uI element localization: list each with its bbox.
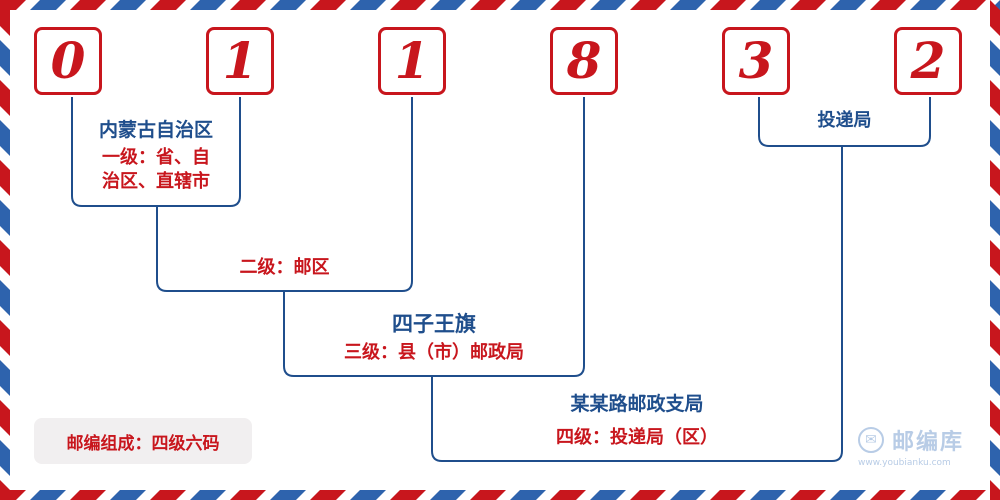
composition-badge: 邮编组成：四级六码 — [34, 418, 252, 464]
bracket-delivery — [758, 97, 931, 147]
level3-name: 四子王旗 — [392, 311, 476, 336]
level4-name: 某某路邮政支局 — [570, 393, 704, 415]
digit-box-4: 8 — [550, 27, 618, 95]
level3-desc: 三级：县（市）邮政局 — [344, 342, 524, 363]
level1-desc-line1: 一级：省、自 — [102, 147, 210, 168]
digit-box-5: 3 — [722, 27, 790, 95]
watermark: ✉ 邮编库 www.youbianku.com — [858, 424, 964, 468]
watermark-name: 邮编库 — [892, 430, 965, 455]
level1-name: 内蒙古自治区 — [98, 119, 213, 141]
left-stripe — [0, 0, 10, 500]
digit-box-1: 0 — [34, 27, 102, 95]
level4-desc: 四级：投递局（区） — [556, 427, 718, 448]
bottom-stripe — [0, 490, 1000, 500]
mail-circle-icon: ✉ — [858, 427, 884, 453]
delivery-name: 投递局 — [817, 110, 872, 131]
right-stripe — [990, 0, 1000, 500]
digit-box-3: 1 — [378, 27, 446, 95]
digit-box-2: 1 — [206, 27, 274, 95]
watermark-url: www.youbianku.com — [858, 458, 951, 468]
top-stripe — [0, 0, 1000, 10]
bracket-level4 — [431, 146, 843, 462]
bracket-level3 — [283, 97, 585, 377]
digit-box-6: 2 — [894, 27, 962, 95]
level2-desc: 二级：邮区 — [239, 257, 330, 278]
level1-desc-line2: 治区、直辖市 — [102, 171, 210, 192]
